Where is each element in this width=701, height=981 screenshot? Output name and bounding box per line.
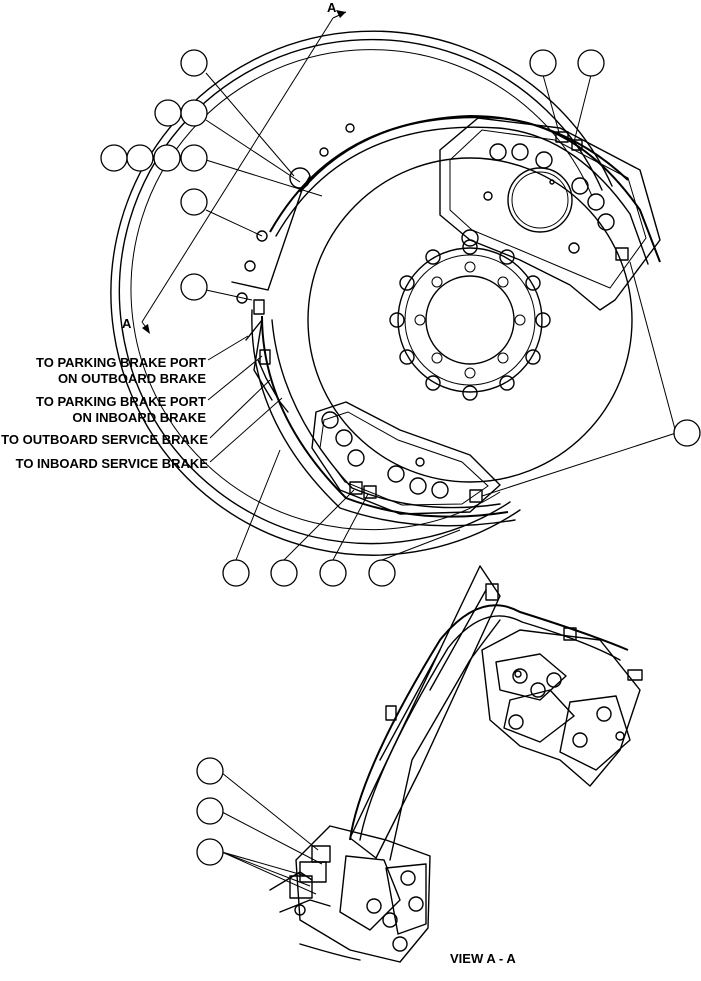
callout-balloon [180, 144, 208, 172]
upper-caliper [439, 117, 661, 311]
callout-balloon [196, 757, 224, 785]
label-parking-port-inboard-2: ON INBOARD BRAKE [72, 410, 206, 425]
callout-balloon [222, 559, 250, 587]
callout-balloon [126, 144, 154, 172]
callout-balloon [154, 99, 182, 127]
callout-balloon [180, 188, 208, 216]
section-mark-bottom: A [122, 316, 132, 331]
disc-assembly [110, 30, 633, 556]
callout-balloon [180, 99, 208, 127]
top-leaders [205, 72, 677, 561]
label-parking-port-outboard-1: TO PARKING BRAKE PORT [36, 355, 206, 370]
callout-balloon [529, 49, 557, 77]
callout-balloon [100, 144, 128, 172]
hub-bolts [389, 239, 551, 401]
callout-balloon [196, 838, 224, 866]
label-inboard-service-brake: TO INBOARD SERVICE BRAKE [16, 456, 209, 471]
callout-balloon [196, 797, 224, 825]
bottom-leaders [221, 772, 323, 895]
port-labels: TO PARKING BRAKE PORT ON OUTBOARD BRAKE … [1, 355, 208, 471]
section-view-a-a [269, 565, 643, 963]
callout-balloon [673, 419, 701, 447]
callout-balloon [153, 144, 181, 172]
bottom-callouts [196, 757, 224, 866]
callout-balloon [319, 559, 347, 587]
label-parking-port-inboard-1: TO PARKING BRAKE PORT [36, 394, 206, 409]
callout-balloon [180, 273, 208, 301]
hydraulic-tubes [231, 114, 661, 527]
callout-balloon [180, 49, 208, 77]
top-callouts [100, 49, 701, 587]
lower-caliper [311, 401, 501, 515]
label-parking-port-outboard-2: ON OUTBOARD BRAKE [58, 371, 206, 386]
section-mark-top: A [327, 0, 337, 15]
view-label: VIEW A - A [450, 951, 516, 966]
callout-balloon [270, 559, 298, 587]
callout-balloon [577, 49, 605, 77]
label-outboard-service-brake: TO OUTBOARD SERVICE BRAKE [1, 432, 208, 447]
callout-balloon [368, 559, 396, 587]
